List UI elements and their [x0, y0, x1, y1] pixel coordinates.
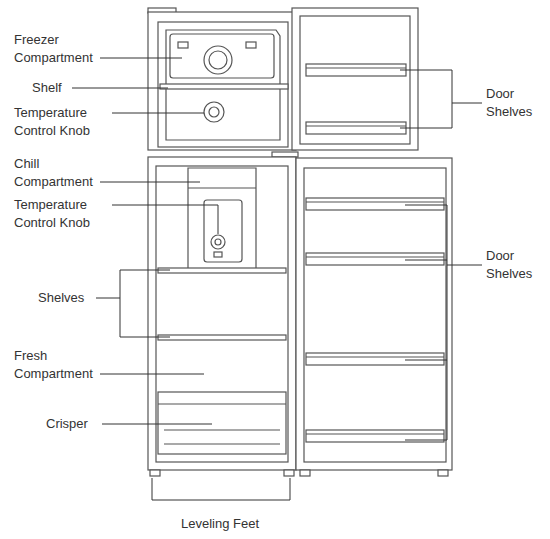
part-label: Leveling Feet: [150, 515, 290, 533]
leader-line: [405, 360, 447, 361]
fridge-cabinet: [214, 252, 222, 257]
fridge-cabinet: [158, 392, 286, 454]
freezer-door: [292, 8, 418, 150]
fridge-cabinet: [148, 157, 296, 470]
fridge-door: [306, 433, 444, 434]
freezer-cabinet: [209, 51, 227, 69]
leader-line: [447, 265, 482, 266]
fridge-cabinet: [158, 403, 286, 404]
leader-line: [72, 88, 168, 89]
leader-line: [120, 270, 170, 337]
leader-line: [100, 374, 204, 375]
fridge-door: [296, 158, 452, 476]
fridge-cabinet: [188, 187, 256, 188]
fridge-cabinet: [158, 268, 286, 273]
leader-line: [96, 298, 120, 299]
part-label: Shelf: [32, 79, 62, 97]
part-label: Door Shelves: [486, 85, 546, 121]
leader-line: [102, 424, 212, 425]
leader-line: [100, 58, 182, 59]
fridge-door: [306, 353, 444, 365]
hinge: [272, 152, 298, 157]
part-label: Freezer Compartment: [14, 31, 100, 67]
part-label: Chill Compartment: [14, 155, 100, 191]
freezer-door: [292, 8, 418, 150]
freezer-cabinet: [246, 42, 256, 48]
freezer-door: [306, 125, 406, 126]
freezer-cabinet: [160, 84, 288, 89]
freezer-cabinet: [148, 8, 296, 150]
fridge-cabinet: [158, 335, 286, 340]
leader-line: [405, 205, 447, 440]
part-label: Crisper: [46, 415, 88, 433]
freezer-cabinet: [209, 107, 219, 117]
leader-line: [112, 205, 218, 234]
leader-line: [452, 103, 482, 104]
fridge-door: [304, 168, 446, 462]
fridge-cabinet: [164, 443, 280, 444]
fridge-door: [306, 356, 444, 357]
leader-line: [72, 58, 482, 500]
part-label: Temperature Control Knob: [14, 104, 108, 140]
leader-line: [400, 70, 452, 128]
freezer-door: [306, 67, 406, 68]
leader-line: [100, 182, 200, 183]
fridge-door: [306, 253, 444, 265]
freezer-cabinet: [170, 34, 274, 78]
freezer-cabinet: [204, 102, 224, 122]
fridge-cabinet: [284, 470, 294, 476]
fridge-door: [296, 158, 452, 470]
leader-line: [405, 260, 447, 261]
leader-line: [112, 113, 204, 114]
fridge-door: [306, 198, 444, 210]
part-label: Shelves: [38, 289, 84, 307]
fridge-cabinet: [211, 235, 225, 249]
freezer-door: [300, 16, 410, 144]
part-label: Fresh Compartment: [14, 347, 100, 383]
fridge-door: [306, 256, 444, 257]
part-label: Door Shelves: [486, 247, 546, 283]
fridge-door: [438, 470, 448, 476]
freezer-cabinet: [178, 42, 188, 48]
part-label: Temperature Control Knob: [14, 196, 108, 232]
freezer-door: [306, 64, 406, 76]
hinge: [272, 152, 298, 157]
fridge-cabinet: [156, 166, 288, 462]
fridge-cabinet: [188, 168, 256, 270]
fridge-cabinet: [150, 470, 160, 476]
fridge-cabinet: [204, 200, 242, 262]
fridge-cabinet: [164, 429, 280, 430]
freezer-cabinet: [204, 46, 232, 74]
freezer-door: [306, 122, 406, 134]
fridge-door: [300, 470, 310, 476]
fridge-door: [306, 201, 444, 202]
freezer-cabinet: [148, 12, 296, 150]
freezer-cabinet: [158, 22, 288, 147]
fridge-cabinet: [215, 239, 221, 245]
leader-line: [152, 478, 290, 500]
